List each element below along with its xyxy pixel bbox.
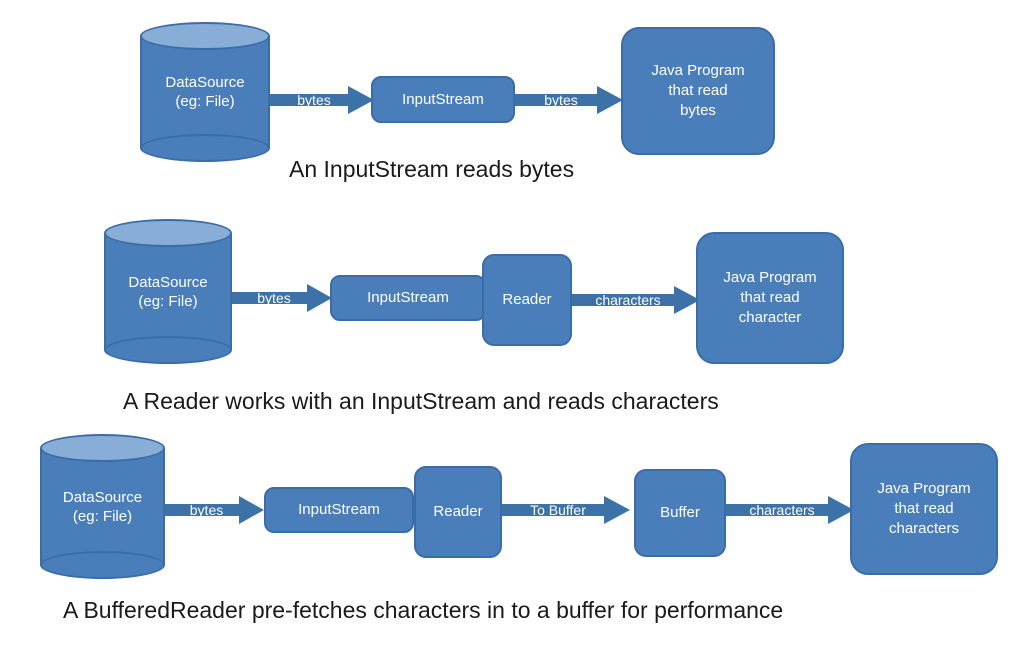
block-arrow-icon [572, 286, 700, 314]
row1-arrow-bytes-2: bytes [515, 84, 623, 116]
row3-arrow-to-buffer: To Buffer [502, 495, 630, 525]
row1-inputstream-box: InputStream [371, 76, 515, 123]
row3-java-program-box: Java Program that read characters [850, 443, 998, 575]
row3-inputstream-box: InputStream [264, 487, 414, 533]
row3-reader-label: Reader [433, 503, 483, 520]
cylinder-bottom-ellipse [140, 134, 270, 162]
row3-buffer-label: Buffer [660, 504, 700, 521]
cylinder-body [104, 233, 232, 350]
row2-reader-box: Reader [482, 254, 572, 346]
row1-datasource-cylinder: DataSource (eg: File) [140, 22, 270, 162]
row3-java-program-line3: characters [888, 520, 960, 537]
row3-reader-box: Reader [414, 466, 502, 558]
row1-java-program-line1: Java Program [651, 62, 745, 79]
row1-java-program-line3: bytes [680, 102, 716, 119]
row1-java-program-line2: that read [668, 82, 728, 99]
block-arrow-icon [232, 284, 332, 312]
row2-reader-label: Reader [502, 291, 552, 308]
row3-buffer-box: Buffer [634, 469, 726, 557]
row2-java-program-line2: that read [740, 289, 800, 306]
cylinder-bottom-ellipse [40, 551, 165, 579]
cylinder-top-ellipse [104, 219, 232, 247]
row1-arrow-bytes-1: bytes [270, 84, 374, 116]
row3-java-program-line1: Java Program [877, 480, 971, 497]
cylinder-body [40, 448, 165, 565]
cylinder-bottom-ellipse [104, 336, 232, 364]
row3-caption: A BufferedReader pre-fetches characters … [63, 597, 784, 623]
block-arrow-icon [270, 86, 374, 114]
row2-inputstream-label: InputStream [367, 289, 449, 306]
row2-arrow-characters-1: characters [572, 285, 700, 315]
row3-arrow-bytes-1: bytes [165, 495, 264, 525]
row3-arrow-characters-1: characters [726, 495, 854, 525]
row1-java-program-box: Java Program that read bytes [621, 27, 775, 155]
block-arrow-icon [502, 496, 630, 524]
row3-inputstream-label: InputStream [298, 501, 380, 518]
block-arrow-icon [726, 496, 854, 524]
row2-java-program-line3: character [738, 309, 802, 326]
cylinder-body [140, 36, 270, 148]
row2-inputstream-box: InputStream [330, 275, 486, 321]
row2-datasource-cylinder: DataSource (eg: File) [104, 219, 232, 364]
row1-caption: An InputStream reads bytes [289, 156, 575, 182]
block-arrow-icon [165, 496, 264, 524]
cylinder-top-ellipse [40, 434, 165, 462]
row2-java-program-line1: Java Program [723, 269, 817, 286]
row2-arrow-bytes-1: bytes [232, 283, 332, 313]
row1-inputstream-label: InputStream [402, 90, 484, 108]
row2-caption: A Reader works with an InputStream and r… [123, 388, 719, 414]
block-arrow-icon [515, 86, 623, 114]
row3-datasource-cylinder: DataSource (eg: File) [40, 434, 165, 579]
cylinder-top-ellipse [140, 22, 270, 50]
row2-java-program-box: Java Program that read character [696, 232, 844, 364]
row3-java-program-line2: that read [894, 500, 954, 517]
